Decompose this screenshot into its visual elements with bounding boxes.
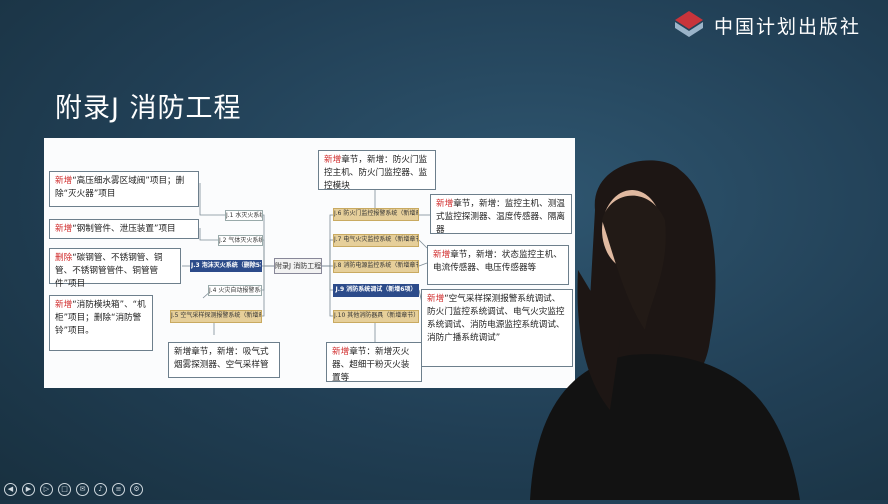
brand: 中国计划出版社 <box>672 8 861 42</box>
play-icon[interactable]: ▶ <box>22 482 35 496</box>
node-j6: J.6 防火门监控报警系统（新增章节） <box>333 208 419 221</box>
annotation-box-j7: 新增章节，新增：监控主机、测温式监控探测器、温度传感器、隔离器 <box>430 194 572 235</box>
chat-icon[interactable]: ✉ <box>76 482 89 496</box>
node-j3: J.3 泡沫灭火系统（删除5项） <box>190 260 262 272</box>
node-j9: J.9 消防系统调试（新增6项） <box>333 284 419 297</box>
slide-title: 附录J 消防工程 <box>55 93 242 124</box>
presenter-image <box>520 150 820 500</box>
annotation-box-j5: 新增章节，新增：吸气式烟雾探测器、空气采样管 <box>168 342 280 378</box>
next-icon[interactable]: ▷ <box>40 482 53 496</box>
annotation-box-j6: 新增章节，新增：防火门监控主机、防火门监控器、监控模块 <box>318 150 436 191</box>
mindmap-panel: 新增“高压细水雾区域阀”项目；删除“灭火器”项目 新增“钢制管件、泄压装置”项目… <box>44 138 575 388</box>
annotation-box-j9: 新增“空气采样探测报警系统调试、防火门监控系统调试、电气火灾监控系统调试、消防电… <box>421 289 573 367</box>
annotation-box-j10: 新增章节：新增灭火器、超细干粉灭火装置等 <box>326 342 422 383</box>
node-j10: J.10 其他消防器具（新增章节） <box>333 310 419 323</box>
annotation-box-j3: 删除“碳钢管、不锈钢管、铜管、不锈钢管管件、铜管管件”项目 <box>49 248 181 289</box>
settings-icon[interactable]: ⚙ <box>130 482 143 496</box>
node-j7: J.7 电气火灾监控系统（新增章节） <box>333 234 419 247</box>
video-player-controls: ◀ ▶ ▷ □ ✉ ♪ ≡ ⚙ <box>0 478 888 500</box>
annotation-box-j4: 新增“消防模块箱”、“机柜”项目；删除“消防警铃”项目。 <box>49 295 153 351</box>
volume-icon[interactable]: ♪ <box>94 482 107 496</box>
annotation-box-j2: 新增“钢制管件、泄压装置”项目 <box>49 219 199 239</box>
publisher-logo-icon <box>672 8 706 42</box>
prev-icon[interactable]: ◀ <box>4 482 17 496</box>
fullscreen-icon[interactable]: □ <box>58 482 71 496</box>
danmaku-icon[interactable]: ≡ <box>112 482 125 496</box>
node-j4: J.4 火灾自动报警系统 <box>208 285 262 296</box>
center-node: 附录J 消防工程 <box>274 258 322 274</box>
node-j5: J.5 空气采样探测报警系统（新增章节） <box>170 310 262 323</box>
annotation-box-j1: 新增“高压细水雾区域阀”项目；删除“灭火器”项目 <box>49 171 199 207</box>
publisher-name: 中国计划出版社 <box>714 15 862 38</box>
node-j8: J.8 消防电源监控系统（新增章节） <box>333 260 419 273</box>
node-j1: J.1 水灭火系统 <box>225 210 263 221</box>
annotation-box-j8: 新增章节，新增：状态监控主机、电流传感器、电压传感器等 <box>427 245 569 285</box>
node-j2: J.2 气体灭火系统 <box>218 235 263 246</box>
